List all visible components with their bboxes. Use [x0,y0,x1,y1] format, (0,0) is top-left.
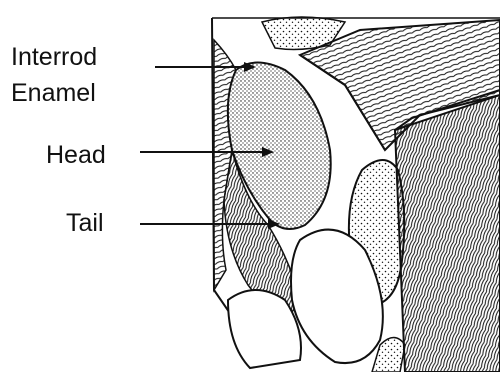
interrod-enamel-label-line2: Enamel [11,80,96,107]
tail-label: Tail [66,210,104,237]
right-prism-block [395,90,500,372]
head-label: Head [46,142,106,169]
interrod-enamel-label-line1: Interrod [11,44,97,71]
